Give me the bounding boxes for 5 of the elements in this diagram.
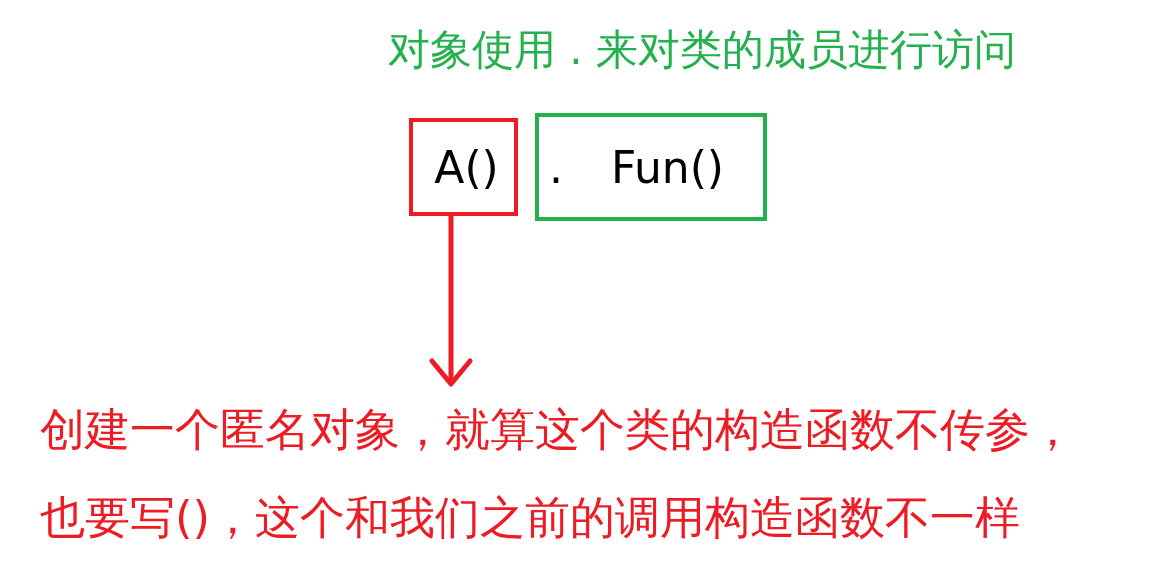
code-box: A()	[409, 118, 518, 216]
arrow	[429, 216, 473, 387]
annotation-text: 对象使用 . 来对类的成员进行访问	[388, 24, 1017, 76]
code-box: . Fun()	[535, 113, 767, 221]
note-text: 创建一个匿名对象，就算这个类的构造函数不传参，也要写()，这个和我们之前的调用构造函数不一样	[40, 386, 1104, 562]
